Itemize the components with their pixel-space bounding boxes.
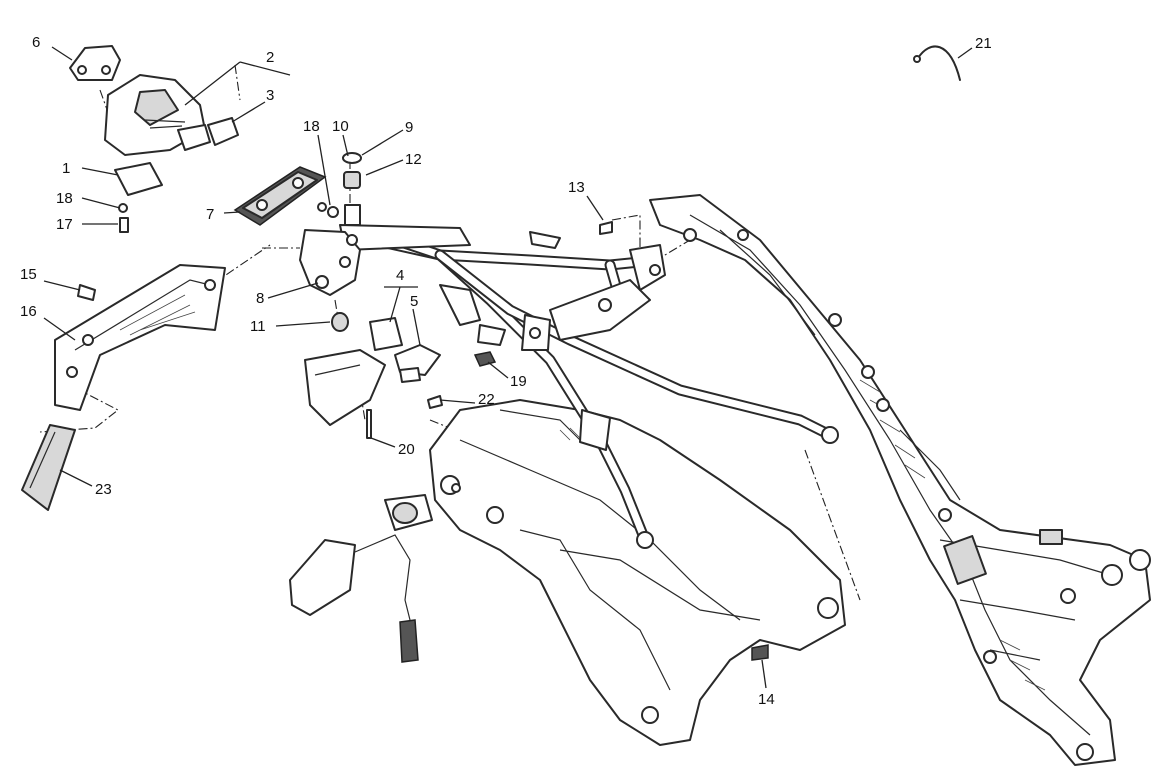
clamp-assembly [304,317,441,426]
callout-18-top: 18 [303,118,320,135]
reflector [21,424,76,511]
callout-4: 4 [396,267,404,284]
callout-20: 20 [398,441,415,458]
callout-2: 2 [266,49,274,66]
callout-17: 17 [56,216,73,233]
callout-16: 16 [20,303,37,320]
callout-3: 3 [266,87,274,104]
callout-19: 19 [510,373,527,390]
callout-21: 21 [975,35,992,52]
leader-lines [43,46,973,689]
callout-8: 8 [256,290,264,307]
callout-11: 11 [250,318,266,335]
top-cover-assembly [69,45,239,233]
callout-23: 23 [95,481,112,498]
callout-6: 6 [32,34,40,51]
callout-10: 10 [332,118,349,135]
callout-15: 15 [20,266,37,283]
wire-clip [913,45,961,81]
callout-14: 14 [758,691,775,708]
callout-12: 12 [405,151,422,168]
callout-9: 9 [405,119,413,136]
callout-18-left: 18 [56,190,73,207]
callout-5: 5 [410,293,418,310]
license-plate-holder [54,264,226,411]
callout-labels: 6 2 3 1 18 17 7 18 10 9 12 8 11 4 5 13 1… [20,34,992,708]
plate-holder-bracket [299,204,361,296]
callout-22: 22 [478,391,495,408]
callout-7: 7 [206,206,214,223]
rubber-pad [233,166,327,226]
tail-light-wiring [289,494,433,663]
fasteners [77,152,769,661]
callout-13: 13 [568,179,585,196]
tail-undertray [429,399,846,746]
rear-subframe [649,194,1151,766]
callout-1: 1 [62,160,70,177]
